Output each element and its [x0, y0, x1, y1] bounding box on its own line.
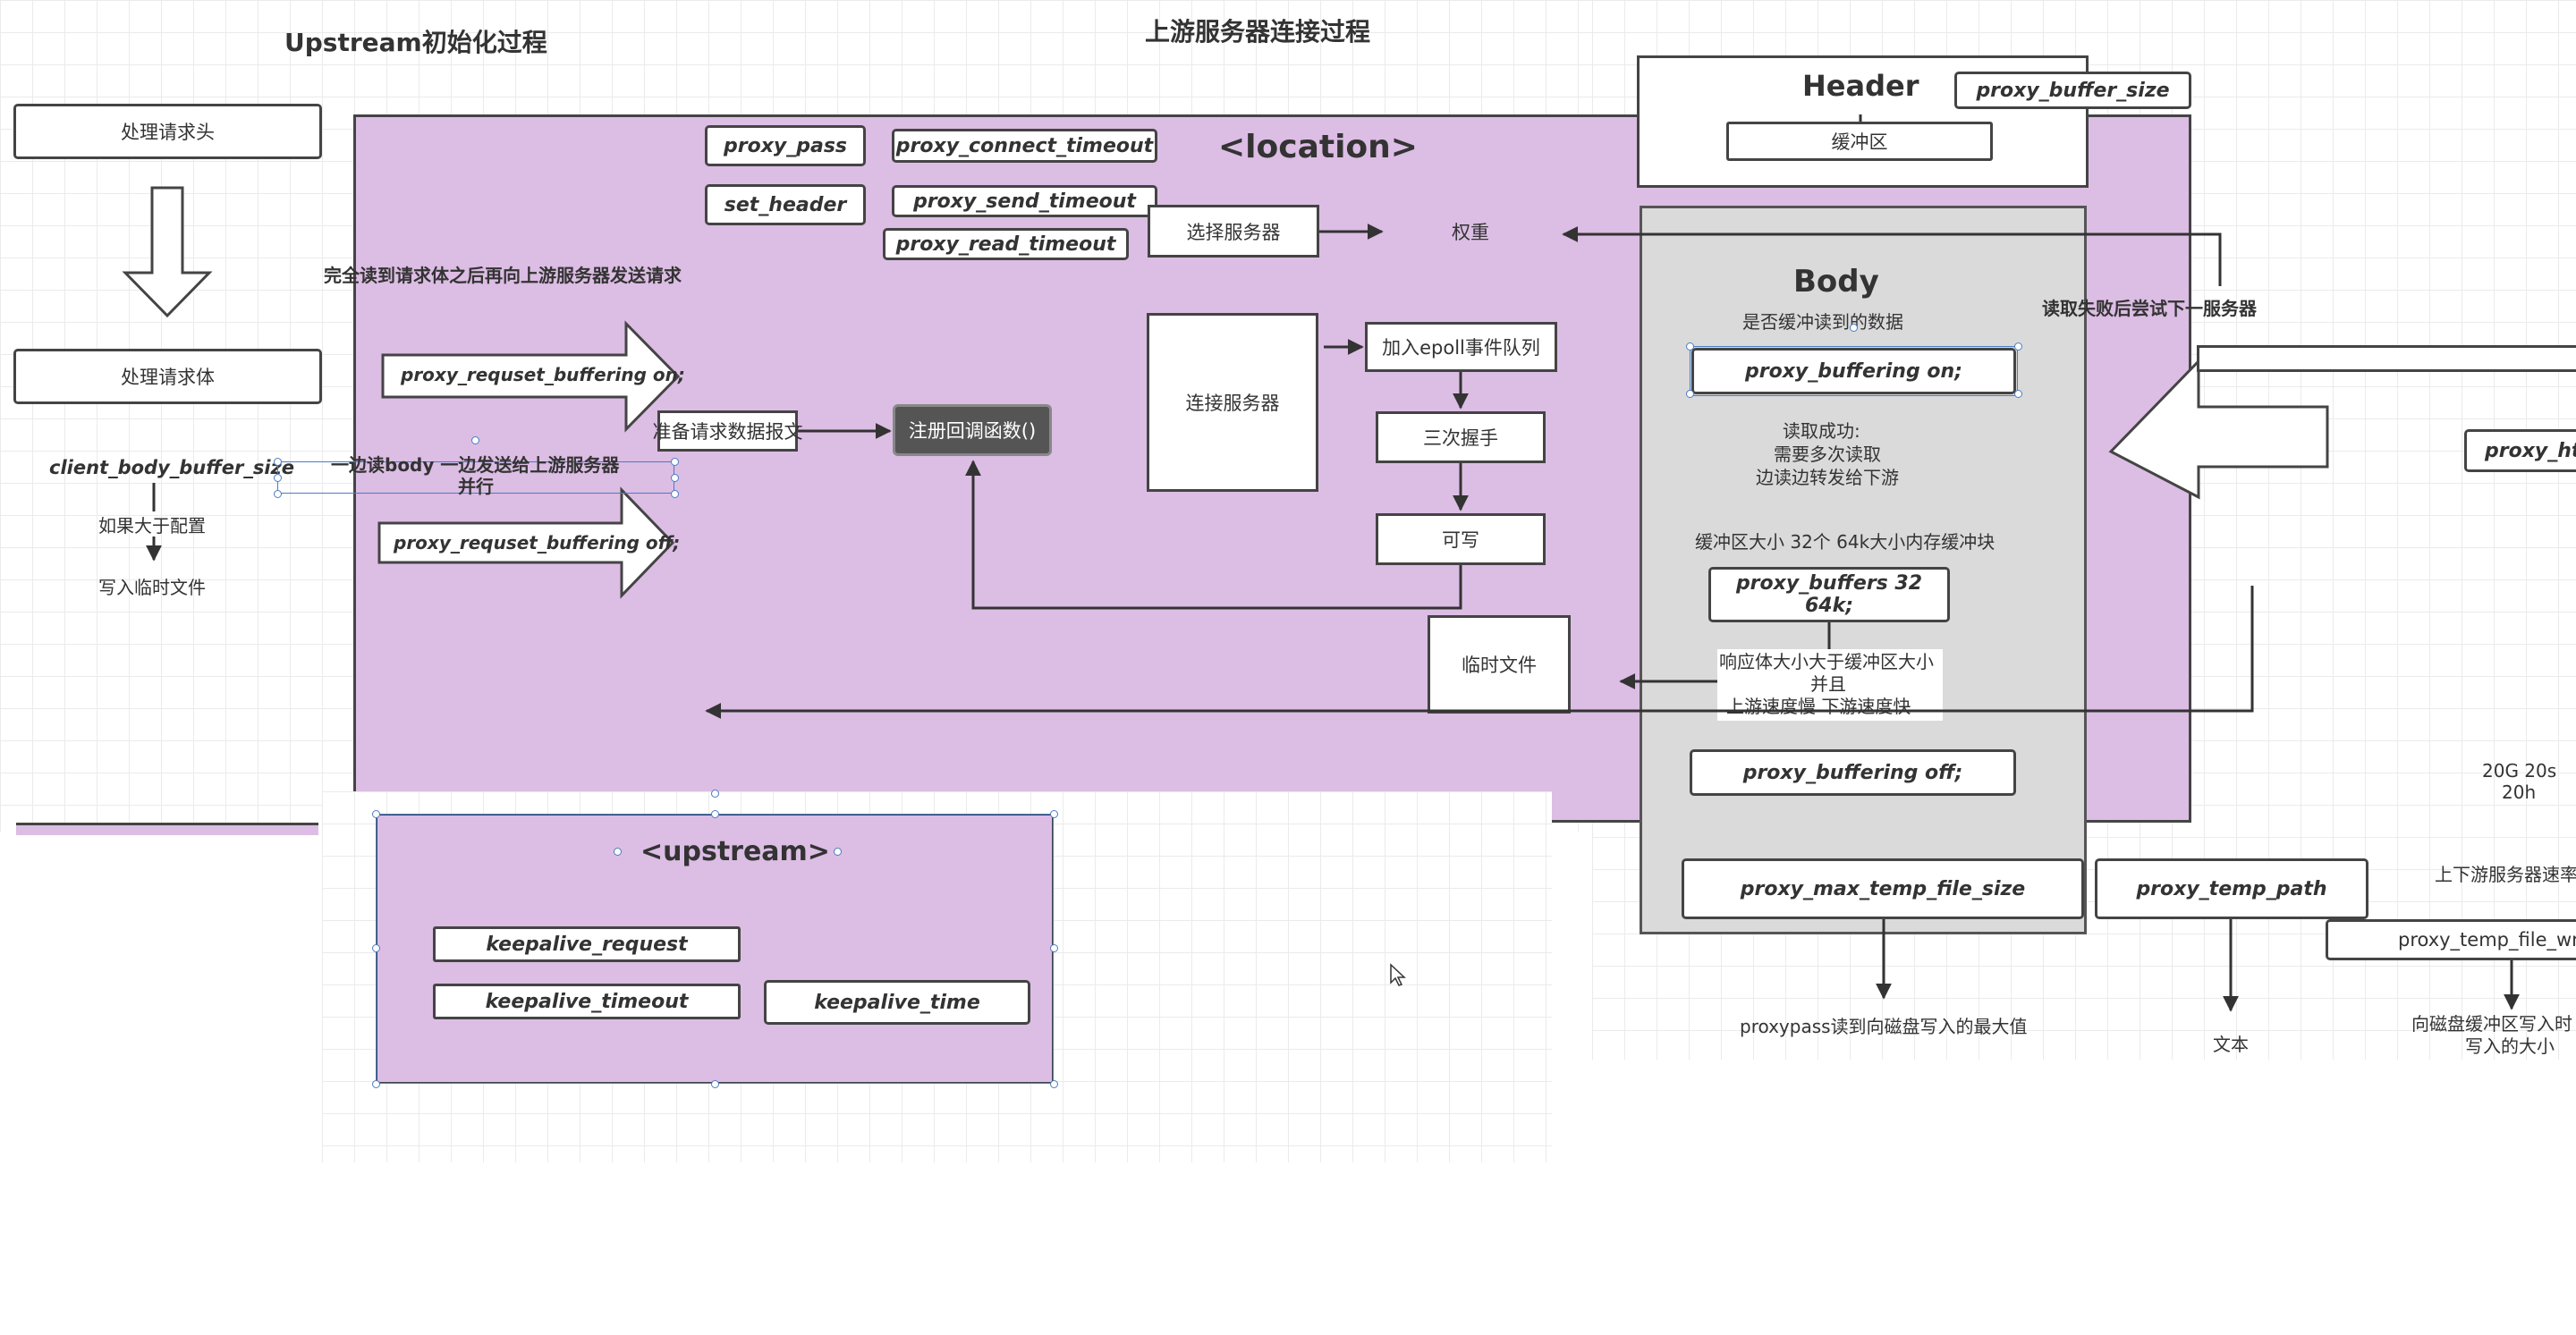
connect-server-label: 连接服务器: [1185, 393, 1280, 414]
handle-body-box[interactable]: 处理请求体: [13, 349, 322, 404]
weight-label: 权重: [1452, 222, 1489, 243]
keepalive-timeout-label: keepalive_timeout: [485, 990, 689, 1013]
select-server-label: 选择服务器: [1186, 221, 1281, 243]
keepalive-request-box[interactable]: keepalive_request: [433, 926, 741, 962]
if-larger-label: 如果大于配置: [98, 515, 206, 537]
proxy-temp-path-box[interactable]: proxy_temp_path: [2095, 858, 2368, 919]
proxy-buffers-label: proxy_buffers 32 64k;: [1735, 572, 1923, 617]
proxy-http-partial-label: proxy_http: [2485, 439, 2576, 462]
proxy-http-partial-box[interactable]: proxy_http: [2464, 429, 2576, 472]
keepalive-request-label: keepalive_request: [486, 933, 688, 956]
upstream-title: <upstream>: [640, 836, 830, 867]
connect-server-box[interactable]: 连接服务器: [1147, 313, 1318, 492]
rate-note: 上下游服务器速率: [2435, 864, 2576, 885]
proxy-max-temp-file-size-box[interactable]: proxy_max_temp_file_size: [1682, 858, 2084, 919]
full-read-note: 完全读到请求体之后再向上游服务器发送请求: [324, 265, 682, 286]
proxy-buffers-box[interactable]: proxy_buffers 32 64k;: [1708, 567, 1950, 622]
buffered-question: 是否缓冲读到的数据: [1742, 311, 1903, 333]
size-note-line1: 20G 20s: [2482, 760, 2557, 782]
body-title: Body: [1793, 264, 1879, 300]
writable-box[interactable]: 可写: [1376, 513, 1546, 565]
buffering-off-arrow-label: proxy_requset_buffering off;: [394, 532, 681, 553]
register-callback-label: 注册回调函数(): [908, 420, 1037, 442]
proxy-pass-label: proxy_pass: [723, 134, 848, 157]
text-note: 文本: [2213, 1034, 2249, 1055]
header-title: Header: [1802, 69, 1919, 103]
keepalive-time-box[interactable]: keepalive_time: [764, 980, 1030, 1025]
buffering-on-box[interactable]: proxy_buffering on;: [1691, 348, 2016, 394]
handshake-box[interactable]: 三次握手: [1376, 411, 1546, 463]
location-title: <location>: [1218, 129, 1418, 165]
proxy-send-timeout-box[interactable]: proxy_send_timeout: [892, 185, 1157, 217]
upstream-init-title: Upstream初始化过程: [284, 28, 547, 57]
prepare-packet-box[interactable]: 准备请求数据报文: [653, 410, 803, 452]
handle-header-label: 处理请求头: [121, 122, 215, 143]
right-long-box[interactable]: [2197, 345, 2576, 372]
proxy-connect-timeout-label: proxy_connect_timeout: [895, 134, 1154, 157]
client-body-buffer-size-label: client_body_buffer_size: [49, 457, 294, 478]
retry-note: 读取失败后尝试下一服务器: [2042, 298, 2257, 319]
set-header-box[interactable]: set_header: [705, 184, 866, 225]
proxy-read-timeout-label: proxy_read_timeout: [895, 232, 1116, 256]
read-send-line2: 并行: [458, 476, 494, 497]
proxy-max-temp-file-size-label: proxy_max_temp_file_size: [1740, 877, 2026, 900]
buffer-size-note: 缓冲区大小 32个 64k大小内存缓冲块: [1695, 531, 1996, 553]
temp-file-label: 临时文件: [1462, 655, 1537, 676]
proxy-buffer-size-label: proxy_buffer_size: [1976, 79, 2170, 102]
proxy-pass-box[interactable]: proxy_pass: [705, 125, 866, 166]
partial-purple-strip: [16, 823, 318, 835]
header-buffer-box[interactable]: 缓冲区: [1726, 122, 1993, 161]
buffering-on-label: proxy_buffering on;: [1745, 359, 1962, 383]
large-response-line3: 上游速度慢 下游速度快: [1726, 696, 1911, 717]
proxy-connect-timeout-box[interactable]: proxy_connect_timeout: [892, 129, 1157, 163]
large-response-line2: 并且: [1810, 673, 1846, 695]
write-temp-label: 写入临时文件: [98, 577, 206, 598]
disk-write-note-line2: 写入的大小: [2465, 1035, 2555, 1057]
mouse-cursor-icon: [1390, 963, 1406, 986]
read-success-line1: 读取成功:: [1783, 420, 1860, 442]
proxy-send-timeout-label: proxy_send_timeout: [913, 190, 1136, 213]
handle-body-label: 处理请求体: [121, 367, 215, 388]
buffering-off-box[interactable]: proxy_buffering off;: [1690, 749, 2016, 796]
handshake-label: 三次握手: [1423, 427, 1498, 449]
large-response-line1: 响应体大小大于缓冲区大小: [1719, 651, 1934, 672]
connect-process-title: 上游服务器连接过程: [1145, 17, 1371, 46]
disk-write-note-line1: 向磁盘缓冲区写入时: [2411, 1013, 2572, 1035]
max-write-note: proxypass读到向磁盘写入的最大值: [1740, 1016, 2028, 1037]
read-success-line2: 需要多次读取: [1774, 444, 1881, 465]
buffering-off-label: proxy_buffering off;: [1742, 761, 1963, 784]
keepalive-timeout-box[interactable]: keepalive_timeout: [433, 984, 741, 1019]
read-send-line1: 一边读body 一边发送给上游服务器: [331, 454, 620, 476]
proxy-read-timeout-box[interactable]: proxy_read_timeout: [883, 228, 1129, 260]
set-header-label: set_header: [724, 193, 847, 216]
handle-header-box[interactable]: 处理请求头: [13, 104, 322, 159]
proxy-temp-path-label: proxy_temp_path: [2136, 877, 2327, 900]
buffering-on-selection: [1690, 346, 2018, 396]
epoll-queue-label: 加入epoll事件队列: [1382, 337, 1540, 359]
select-server-box[interactable]: 选择服务器: [1148, 205, 1319, 258]
writable-label: 可写: [1442, 529, 1479, 551]
register-callback-box[interactable]: 注册回调函数(): [893, 404, 1052, 456]
epoll-queue-box[interactable]: 加入epoll事件队列: [1365, 322, 1557, 372]
proxy-temp-file-write-partial-label: proxy_temp_file_write: [2398, 929, 2576, 951]
proxy-temp-file-write-partial-box[interactable]: proxy_temp_file_write: [2326, 919, 2576, 960]
keepalive-time-label: keepalive_time: [814, 991, 980, 1014]
read-success-line3: 边读边转发给下游: [1756, 467, 1899, 488]
buffering-on-arrow-label: proxy_requset_buffering on;: [401, 364, 685, 385]
size-note-line2: 20h: [2502, 782, 2537, 803]
temp-file-box[interactable]: 临时文件: [1428, 615, 1571, 714]
proxy-buffer-size-box[interactable]: proxy_buffer_size: [1954, 72, 2191, 109]
header-buffer-label: 缓冲区: [1831, 131, 1888, 153]
prepare-packet-label: 准备请求数据报文: [652, 421, 803, 443]
